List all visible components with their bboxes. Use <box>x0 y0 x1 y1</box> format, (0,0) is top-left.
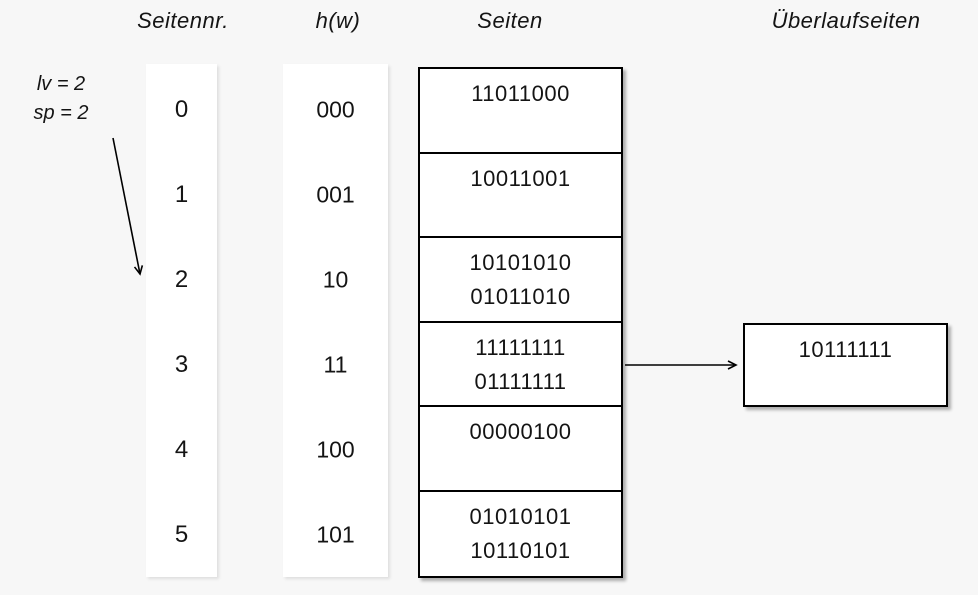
state-annotation: lv = 2 sp = 2 <box>20 70 102 128</box>
record-value: 10011001 <box>470 165 571 191</box>
record-value: 01011010 <box>470 284 571 309</box>
column-header-hw: h(w) <box>315 8 361 33</box>
column-hw: 000 001 10 11 100 101 <box>283 64 388 577</box>
hash-value: 001 <box>316 181 355 208</box>
record-value: 11111111 <box>475 334 566 360</box>
sp-pointer-arrow <box>112 137 144 276</box>
page-number: 5 <box>174 521 189 548</box>
column-seitennr: 0 1 2 3 4 5 <box>146 64 217 577</box>
page-cell-4: 00000100 <box>420 407 621 492</box>
lv-value: lv = 2 <box>36 73 86 95</box>
hash-value: 100 <box>316 436 355 463</box>
page-cell-3: 11111111 01111111 <box>420 323 621 407</box>
page-cell-1: 10011001 <box>420 154 621 238</box>
hash-value: 10 <box>322 266 349 293</box>
hash-value: 000 <box>316 96 355 123</box>
record-value: 10111111 <box>798 337 893 362</box>
record-value: 01111111 <box>474 368 567 394</box>
column-header-seiten: Seiten <box>477 8 543 33</box>
hash-value: 101 <box>316 521 355 548</box>
page-number: 0 <box>174 96 189 123</box>
record-value: 00000100 <box>469 419 572 444</box>
page-number: 1 <box>174 181 189 208</box>
pages-stack: 11011000 10011001 10101010 01011010 1111… <box>418 67 623 578</box>
record-value: 11011000 <box>471 81 570 106</box>
record-value: 01010101 <box>469 503 572 529</box>
page-number: 4 <box>174 436 189 463</box>
page-number: 3 <box>174 351 189 378</box>
column-header-ueberlaufseiten: Überlaufseiten <box>771 8 921 33</box>
page-cell-2: 10101010 01011010 <box>420 238 621 323</box>
page-cell-0: 11011000 <box>420 69 621 154</box>
page-cell-5: 01010101 10110101 <box>420 492 621 577</box>
page-number: 2 <box>174 266 189 293</box>
record-value: 10110101 <box>470 537 571 563</box>
sp-value: sp = 2 <box>33 102 89 124</box>
record-value: 10101010 <box>469 250 572 275</box>
column-header-seitennr: Seitennr. <box>137 8 229 33</box>
overflow-page-box: 10111111 <box>743 323 948 407</box>
hash-value: 11 <box>323 351 348 378</box>
